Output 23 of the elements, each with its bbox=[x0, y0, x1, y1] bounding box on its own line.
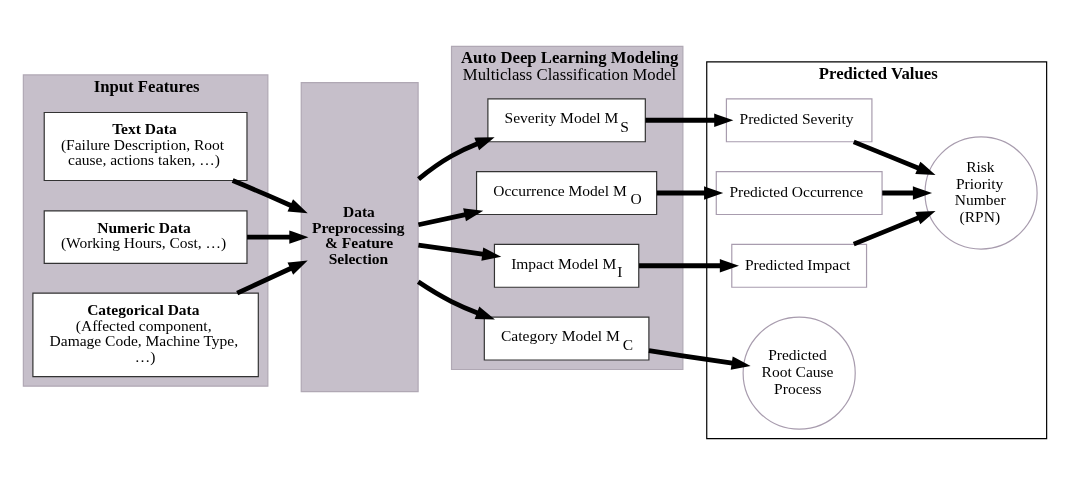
node-circle: Risk Priority Number (RPN) bbox=[924, 135, 1038, 250]
node-box: Predicted Severity bbox=[725, 97, 873, 142]
arrow bbox=[852, 210, 936, 246]
arrow bbox=[852, 139, 936, 175]
arrow bbox=[882, 185, 933, 200]
node-circle: Predicted Root Cause Process bbox=[742, 315, 856, 430]
node-box: Data Preprocessing & Feature Selection bbox=[300, 81, 419, 392]
arrow bbox=[231, 177, 308, 213]
arrow bbox=[645, 113, 734, 127]
arrow bbox=[417, 136, 495, 181]
arrow bbox=[648, 347, 751, 370]
node-box: Categorical Data (Affected component, Damage Code, Machine Type, …) bbox=[32, 292, 259, 377]
arrow bbox=[656, 185, 724, 200]
node-box: Numeric Data (Working Hours, Cost, …) bbox=[43, 209, 248, 264]
node-box: Text Data (Failure Description, Root cause, actions taken, …) bbox=[43, 111, 248, 181]
node-box: Predicted Impact bbox=[731, 243, 868, 288]
arrow bbox=[417, 207, 484, 227]
arrow bbox=[639, 258, 739, 272]
arrow bbox=[418, 242, 502, 261]
arrow bbox=[236, 260, 308, 295]
node-box: Predicted Occurrence bbox=[715, 170, 883, 215]
arrow bbox=[416, 279, 495, 319]
arrow bbox=[247, 229, 309, 244]
